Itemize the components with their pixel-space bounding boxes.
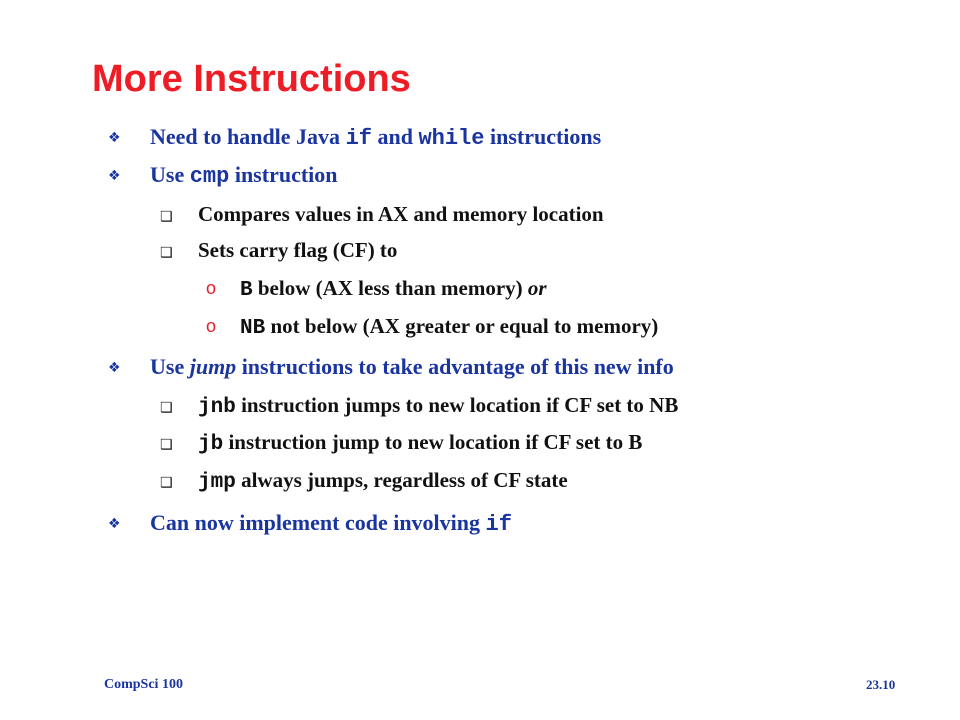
bullet-jnb: jnb instruction jumps to new location if… — [198, 393, 678, 419]
text: below (AX less than memory) — [252, 276, 528, 300]
bullet-java-if-while: Need to handle Java if and while instruc… — [150, 124, 601, 151]
diamond-bullet-icon: ❖ — [108, 130, 121, 146]
diamond-bullet-icon: ❖ — [108, 360, 121, 376]
text: Sets carry flag (CF) to — [198, 238, 398, 262]
text-or: or — [527, 276, 547, 300]
text: Can now implement code involving — [150, 510, 486, 535]
text: Use — [150, 354, 190, 379]
text: instructions to take advantage of this n… — [236, 354, 674, 379]
circle-bullet-icon: o — [206, 278, 217, 298]
code-if: if — [485, 512, 512, 537]
bullet-use-cmp: Use cmp instruction — [150, 162, 338, 189]
code-jnb: jnb — [198, 396, 236, 419]
code-while: while — [418, 126, 485, 151]
text: Compares values in AX and memory locatio… — [198, 202, 604, 226]
text: not below (AX greater or equal to memory… — [265, 314, 659, 338]
square-bullet-icon: ❑ — [160, 245, 173, 261]
code-nb: NB — [240, 317, 266, 340]
code-b: B — [240, 279, 253, 302]
text: always jumps, regardless of CF state — [235, 468, 568, 492]
bullet-jmp: jmp always jumps, regardless of CF state — [198, 468, 568, 494]
square-bullet-icon: ❑ — [160, 209, 173, 225]
text-jump: jump — [189, 354, 237, 379]
code-jmp: jmp — [198, 471, 236, 494]
text: instruction — [229, 162, 338, 187]
code-if: if — [345, 126, 372, 151]
circle-bullet-icon: o — [206, 316, 217, 336]
text: instruction jump to new location if CF s… — [223, 430, 643, 454]
square-bullet-icon: ❑ — [160, 475, 173, 491]
bullet-compares-values: Compares values in AX and memory locatio… — [198, 202, 604, 227]
text: and — [371, 124, 419, 149]
square-bullet-icon: ❑ — [160, 400, 173, 416]
bullet-implement-if: Can now implement code involving if — [150, 510, 512, 537]
footer-course: CompSci 100 — [104, 677, 183, 692]
bullet-jb: jb instruction jump to new location if C… — [198, 430, 642, 456]
bullet-sets-carry-flag: Sets carry flag (CF) to — [198, 238, 397, 263]
diamond-bullet-icon: ❖ — [108, 516, 121, 532]
bullet-not-below: NB not below (AX greater or equal to mem… — [240, 314, 658, 340]
square-bullet-icon: ❑ — [160, 437, 173, 453]
text: Need to handle Java — [150, 124, 346, 149]
text: instruction jumps to new location if CF … — [235, 393, 679, 417]
bullet-below: B below (AX less than memory) or — [240, 276, 547, 302]
code-jb: jb — [198, 433, 224, 456]
code-cmp: cmp — [189, 164, 230, 189]
text: Use — [150, 162, 190, 187]
bullet-use-jump: Use jump instructions to take advantage … — [150, 354, 674, 380]
text: instructions — [484, 124, 602, 149]
slide-title: More Instructions — [92, 58, 411, 100]
diamond-bullet-icon: ❖ — [108, 168, 121, 184]
footer-page-number: 23.10 — [866, 677, 896, 692]
